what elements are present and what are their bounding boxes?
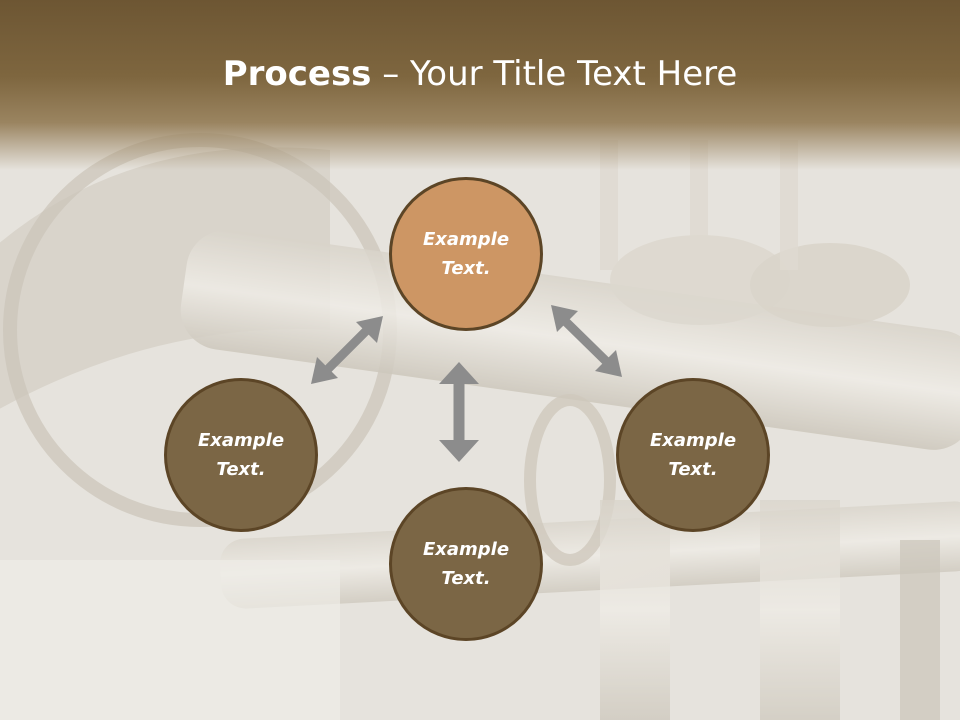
node-left-line1: Example: [197, 430, 285, 451]
title-bold: Process: [222, 54, 372, 94]
node-right-line1: Example: [649, 430, 737, 451]
node-top-line2: Text.: [441, 258, 491, 279]
title-rest: – Your Title Text Here: [371, 54, 738, 94]
double-arrow-vertical: [439, 362, 479, 462]
node-right-line2: Text.: [668, 459, 718, 480]
double-arrow-left-top: [311, 316, 383, 384]
node-bottom-line2: Text.: [441, 568, 491, 589]
node-bottom-line1: Example: [422, 539, 510, 560]
title-bar: [0, 0, 960, 170]
double-arrow-top-right: [551, 305, 622, 377]
node-top-line1: Example: [422, 229, 510, 250]
slide-title: Process – Your Title Text Here: [0, 52, 960, 96]
node-left-line2: Text.: [216, 459, 266, 480]
